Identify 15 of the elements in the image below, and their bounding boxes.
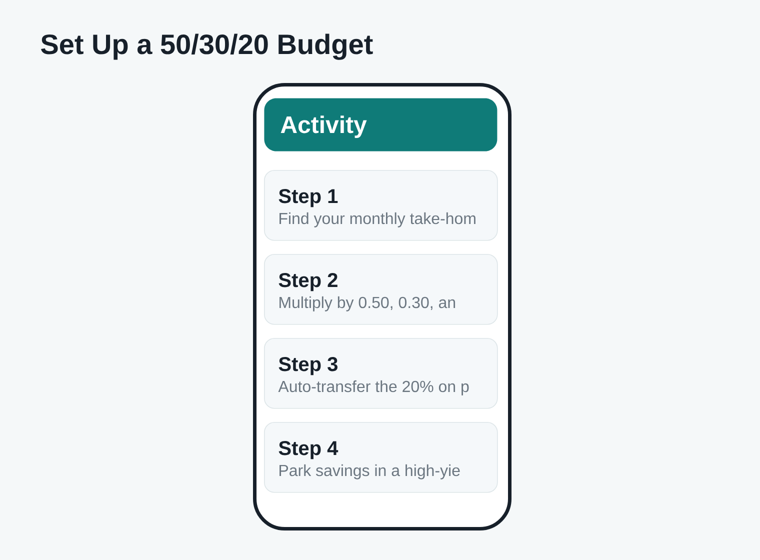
step-text: Find your monthly take-hom bbox=[280, 212, 476, 228]
step-title: Step 4 bbox=[278, 441, 338, 460]
step-card bbox=[264, 422, 498, 493]
title: Set Up a 50/30/20 Budget bbox=[41, 34, 373, 60]
step-card bbox=[264, 338, 498, 409]
step-text: Park savings in a high-yie bbox=[280, 464, 460, 480]
step-card bbox=[264, 254, 498, 325]
step-title: Step 2 bbox=[278, 273, 338, 292]
step-title: Step 3 bbox=[278, 357, 338, 376]
step-title: Step 1 bbox=[278, 189, 338, 208]
step-text: Multiply by 0.50, 0.30, an bbox=[280, 296, 456, 312]
step-text: Auto-transfer the 20% on p bbox=[278, 380, 469, 396]
header-title: Activity bbox=[280, 116, 367, 138]
header-bar bbox=[264, 98, 498, 152]
step-card bbox=[264, 170, 498, 241]
